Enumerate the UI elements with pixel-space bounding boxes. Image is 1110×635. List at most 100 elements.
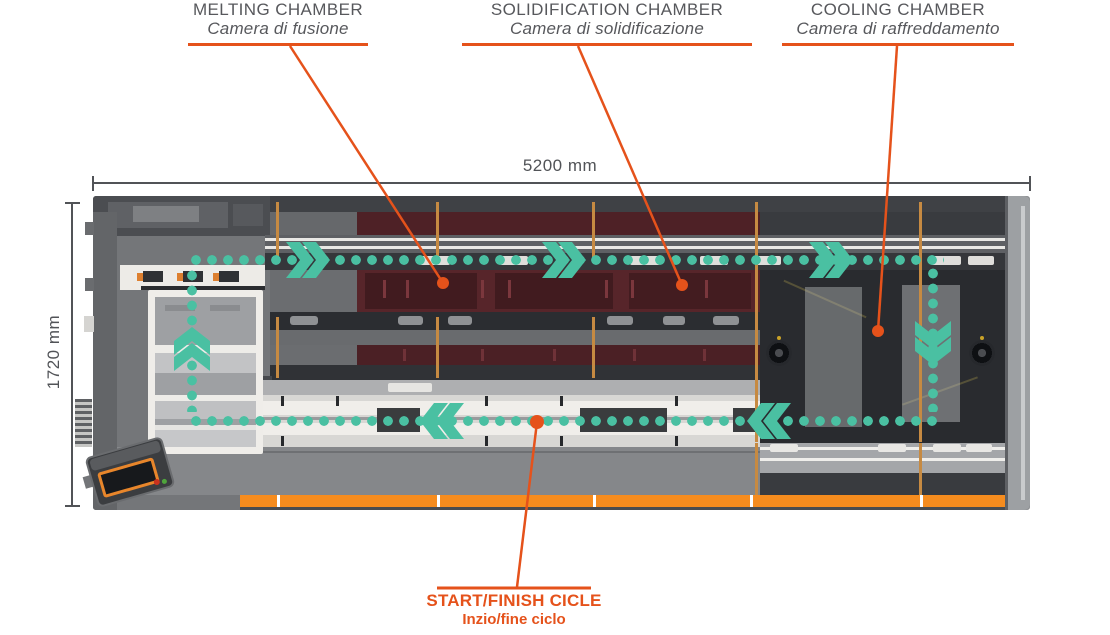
melting-underline: [188, 43, 368, 47]
flow-chevron-right-icon: [540, 242, 586, 278]
fan-indicator: [777, 336, 781, 340]
clamp: [219, 271, 239, 282]
cooling-chamber-title: COOLING CHAMBER: [810, 0, 986, 19]
conveyor-rail: [250, 401, 760, 415]
frame-post: [755, 202, 758, 442]
fan-indicator: [980, 336, 984, 340]
chamber-upper-red-band: [357, 212, 760, 235]
frame-post: [592, 202, 595, 258]
clamp-accent: [177, 273, 183, 281]
bolt-detail: [560, 396, 563, 406]
machine-dark-band: [270, 312, 760, 330]
elevator-shelf-band: [155, 430, 256, 447]
side-connector: [84, 316, 94, 332]
flow-chevron-right-icon: [807, 242, 853, 278]
pallet-plate: [388, 383, 432, 392]
tab-detail: [663, 316, 685, 325]
side-connector: [85, 278, 94, 291]
bolt-detail: [336, 396, 339, 406]
melting-chamber-subtitle: Camera di fusione: [207, 18, 349, 38]
callout-start-finish: START/FINISH CICLE Inzio/fine ciclo: [424, 591, 604, 628]
chamber-module: [365, 273, 477, 309]
machine-dark-band: [270, 365, 760, 380]
bolt-detail: [485, 436, 488, 446]
pallet-plate: [933, 444, 961, 452]
strip-gap: [750, 495, 753, 508]
rail-stripe: [265, 238, 1005, 241]
melting-chamber-title: MELTING CHAMBER: [192, 0, 364, 19]
frame-post: [755, 443, 758, 503]
frame-post: [276, 317, 279, 378]
chamber-slit: [383, 280, 386, 298]
solidification-chamber-subtitle: Camera di solidificazione: [510, 18, 704, 38]
right-side-panel: [1005, 196, 1030, 510]
flow-chevron-up-icon: [174, 327, 210, 373]
chamber-slit: [553, 349, 556, 361]
chamber-slit: [481, 349, 484, 361]
machine-bottom-edge: [240, 507, 1005, 510]
elevator-shelf: [155, 395, 256, 401]
cooling-underline: [782, 43, 1014, 47]
side-connector: [85, 222, 94, 235]
tab-detail: [290, 316, 318, 325]
strip-gap: [437, 495, 440, 508]
pallet-plate: [968, 256, 994, 265]
cooling-chamber-subtitle: Camera di raffreddamento: [796, 18, 1000, 38]
panel-highlight: [1021, 206, 1025, 500]
elevator-shelf-band: [155, 401, 256, 419]
chamber-slit: [605, 280, 608, 298]
bolt-detail: [560, 436, 563, 446]
chamber-module: [629, 273, 751, 309]
frame-post: [919, 202, 922, 442]
solidification-underline: [462, 43, 752, 47]
frame-post: [919, 443, 922, 503]
bolt-detail: [485, 396, 488, 406]
clamp-accent: [137, 273, 143, 281]
callout-solidification-chamber: SOLIDIFICATION CHAMBER Camera di solidif…: [462, 1, 752, 47]
vent-detail: [165, 305, 195, 311]
bolt-detail: [281, 396, 284, 406]
panel-detail: [270, 330, 760, 345]
callout-cooling-chamber: COOLING CHAMBER Camera di raffreddamento: [782, 0, 1014, 47]
elevator-shelf: [155, 425, 256, 430]
tab-detail: [398, 316, 423, 325]
bolt-detail: [675, 396, 678, 406]
clamp-accent: [213, 273, 219, 281]
cooling-upper-band: [760, 212, 1005, 235]
machine-dark-band: [760, 473, 1005, 495]
callout-melting-chamber: MELTING CHAMBER Camera di fusione: [188, 0, 368, 47]
machine-top-edge: [270, 196, 1005, 212]
panel-detail: [270, 212, 357, 235]
tab-detail: [448, 316, 472, 325]
cooling-fan-icon: [969, 340, 995, 366]
pallet-plate: [931, 256, 961, 265]
cooling-fan-icon: [766, 340, 792, 366]
base-line: [250, 451, 760, 453]
bolt-detail: [675, 436, 678, 446]
chamber-slit: [633, 349, 636, 361]
pallet-plate: [878, 444, 906, 452]
flow-chevron-right-icon: [284, 242, 330, 278]
strip-gap: [593, 495, 596, 508]
vent-detail: [210, 305, 240, 311]
tab-detail: [607, 316, 633, 325]
chamber-slit: [631, 280, 634, 298]
elevator-rail: [141, 286, 265, 290]
height-dimension-label: 1720 mm: [44, 314, 63, 390]
strip-gap: [277, 495, 280, 508]
rail-stripe: [760, 458, 1005, 461]
pallet-plate: [770, 444, 798, 452]
panel-seam: [1005, 196, 1008, 510]
frame-post: [276, 202, 279, 258]
support-band: [250, 380, 760, 395]
flow-chevron-down-icon: [915, 319, 951, 365]
pallet-plate: [966, 444, 992, 452]
frame-post: [436, 317, 439, 378]
rail-stripe: [265, 246, 1005, 249]
panel-detail: [233, 204, 263, 226]
chamber-slit: [705, 280, 708, 298]
frame-post: [436, 202, 439, 258]
chamber-module: [495, 273, 613, 309]
chamber-slit: [481, 280, 484, 298]
